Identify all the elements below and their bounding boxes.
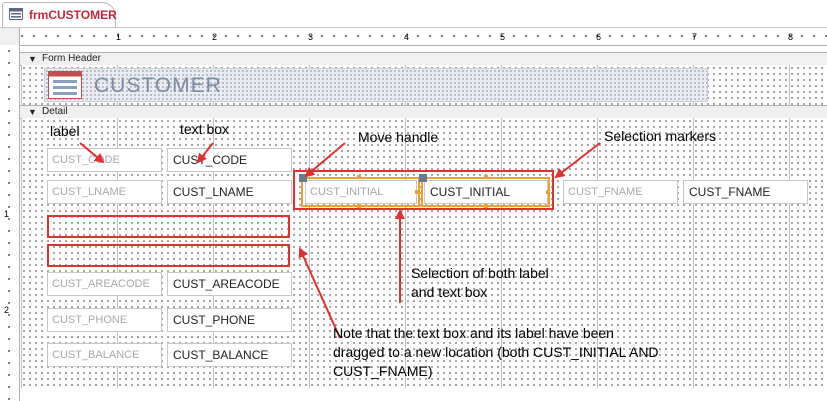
move-handle-textbox[interactable] (419, 174, 427, 182)
form-header-title[interactable]: CUSTOMER (94, 74, 222, 97)
ruler-number: 2 (4, 305, 9, 315)
collapse-arrow-icon[interactable]: ▼ (28, 54, 37, 64)
textbox-cust-fname[interactable]: CUST_FNAME (683, 180, 808, 204)
selection-marker[interactable] (357, 204, 361, 208)
selection-marker[interactable] (546, 190, 550, 194)
ruler-number: 5 (500, 32, 505, 42)
document-tab-bar (0, 0, 827, 28)
selection-marker[interactable] (357, 175, 361, 179)
arrow-to-label (79, 142, 105, 164)
annotation-box-empty-slot (47, 215, 290, 238)
annotation-note: Note that the text box and its label hav… (333, 325, 659, 379)
arrow-to-move-handle (304, 142, 346, 178)
collapse-arrow-icon[interactable]: ▼ (28, 107, 37, 117)
tab-frmcustomer[interactable]: frmCUSTOMER (2, 2, 117, 27)
selection-marker[interactable] (484, 175, 488, 179)
label-cust-areacode[interactable]: CUST_AREACODE (47, 272, 162, 296)
label-cust-balance[interactable]: CUST_BALANCE (47, 343, 162, 367)
header-title-panel[interactable] (44, 68, 708, 102)
form-icon (9, 8, 23, 20)
arrow-to-selection-markers (554, 142, 601, 179)
annotation-selection-both: Selection of both label and text box (411, 265, 549, 300)
annotation-selection-markers: Selection markers (604, 128, 717, 144)
horizontal-ruler[interactable]: 1 2 3 4 5 6 7 8 (0, 28, 827, 46)
ruler-number: 6 (596, 32, 601, 42)
label-cust-initial[interactable]: CUST_INITIAL (305, 180, 417, 204)
ruler-number: 1 (4, 209, 9, 219)
annotation-label: label (50, 123, 80, 139)
textbox-cust-balance[interactable]: CUST_BALANCE (167, 343, 292, 367)
label-cust-fname[interactable]: CUST_FNAME (563, 180, 678, 204)
selection-marker[interactable] (415, 190, 419, 194)
ruler-ticks: 1 2 3 4 5 6 7 8 (21, 32, 827, 42)
ruler-number: 4 (404, 32, 409, 42)
vertical-ruler-ticks: 12 (4, 50, 10, 400)
ruler-number: 1 (116, 32, 121, 42)
annotation-text-box: text box (180, 121, 230, 137)
label-cust-phone[interactable]: CUST_PHONE (47, 308, 162, 332)
move-handle-label[interactable] (299, 174, 307, 182)
form-logo-icon (48, 71, 82, 99)
ruler-number: 8 (788, 32, 793, 42)
annotation-move-handle: Move handle (358, 129, 439, 145)
selection-marker[interactable] (484, 204, 488, 208)
detail-label: Detail (42, 106, 68, 117)
annotation-box-selection (293, 170, 554, 210)
ruler-number: 7 (692, 32, 697, 42)
arrow-to-empty-slots (298, 247, 341, 339)
arrow-to-textbox (196, 142, 214, 164)
ruler-number: 3 (308, 32, 313, 42)
annotation-box-empty-slot (47, 244, 290, 267)
tab-title: frmCUSTOMER (29, 8, 117, 22)
textbox-cust-phone[interactable]: CUST_PHONE (167, 308, 292, 332)
textbox-cust-initial[interactable]: CUST_INITIAL (424, 180, 548, 204)
form-header-label: Form Header (42, 53, 101, 64)
ruler-number: 2 (212, 32, 217, 42)
ruler-corner-selector[interactable] (0, 28, 20, 45)
textbox-cust-code[interactable]: CUST_CODE (167, 148, 292, 172)
textbox-cust-areacode[interactable]: CUST_AREACODE (167, 272, 292, 296)
label-cust-lname[interactable]: CUST_LNAME (47, 180, 162, 204)
textbox-cust-lname[interactable]: CUST_LNAME (167, 180, 292, 204)
